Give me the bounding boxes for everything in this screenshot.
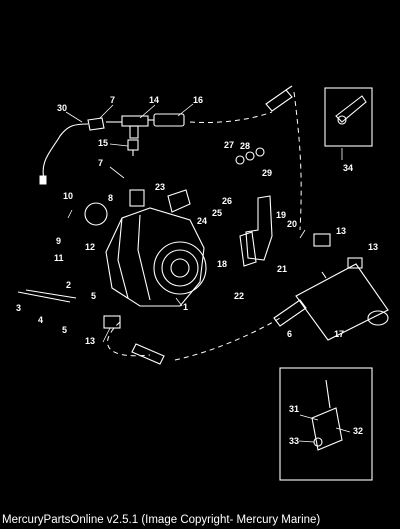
callout-2: 2 xyxy=(66,280,71,290)
callout-18: 18 xyxy=(217,259,227,269)
callout-26: 26 xyxy=(222,196,232,206)
callout-21: 21 xyxy=(277,264,287,274)
callout-32: 32 xyxy=(353,426,363,436)
callout-22: 22 xyxy=(234,291,244,301)
callout-24: 24 xyxy=(197,216,207,226)
callout-8: 8 xyxy=(108,193,113,203)
callout-9: 9 xyxy=(56,236,61,246)
callout-13-right-a: 13 xyxy=(336,226,346,236)
callout-28: 28 xyxy=(240,141,250,151)
callout-12: 12 xyxy=(85,242,95,252)
upper-sender-plug xyxy=(265,85,293,112)
callout-5-left: 5 xyxy=(62,325,67,335)
callout-29: 29 xyxy=(262,168,272,178)
tee-fitting xyxy=(106,115,149,139)
callout-20: 20 xyxy=(287,219,297,229)
bracket-23 xyxy=(167,189,191,213)
callout-6: 6 xyxy=(287,329,292,339)
callout-34: 34 xyxy=(343,163,353,173)
dashed-routing-lines xyxy=(107,91,302,361)
sensor-wire-assembly xyxy=(39,117,105,185)
callout-10: 10 xyxy=(63,191,73,201)
cooler-17 xyxy=(295,263,389,341)
lower-plug xyxy=(131,343,165,365)
inset-box-31-33 xyxy=(279,367,373,481)
mounting-bracket xyxy=(239,195,273,267)
fitting-15 xyxy=(127,139,139,156)
callout-23: 23 xyxy=(155,182,165,192)
callout-31: 31 xyxy=(289,404,299,414)
callout-1: 1 xyxy=(183,302,188,312)
pump-body xyxy=(84,189,207,307)
callout-25: 25 xyxy=(212,208,222,218)
copyright-footer: MercuryPartsOnline v2.5.1 (Image Copyrig… xyxy=(2,514,321,526)
callout-15: 15 xyxy=(98,138,108,148)
callout-13-bottom: 13 xyxy=(85,336,95,346)
callout-11: 11 xyxy=(54,253,64,263)
callout-7-top: 7 xyxy=(110,95,115,105)
hose-plug-6 xyxy=(273,299,307,327)
leader-lines xyxy=(65,103,351,443)
callout-33: 33 xyxy=(289,436,299,446)
callout-5-right: 5 xyxy=(91,291,96,301)
fittings-13 xyxy=(103,233,363,329)
callout-17: 17 xyxy=(334,329,344,339)
inset-box-34 xyxy=(324,87,373,147)
callout-4: 4 xyxy=(38,315,43,325)
callout-14: 14 xyxy=(149,95,159,105)
temperature-sender xyxy=(148,113,185,127)
callout-30: 30 xyxy=(57,103,67,113)
callout-16: 16 xyxy=(193,95,203,105)
callout-19: 19 xyxy=(276,210,286,220)
callout-3: 3 xyxy=(16,303,21,313)
studs-2-3 xyxy=(17,289,77,303)
callout-27: 27 xyxy=(224,140,234,150)
exploded-parts-diagram: 30 7 14 16 15 7 8 10 9 12 11 23 28 27 29… xyxy=(16,85,389,481)
washers-27-29 xyxy=(235,147,265,165)
callout-labels: 30 7 14 16 15 7 8 10 9 12 11 23 28 27 29… xyxy=(16,95,378,446)
callout-13-right-b: 13 xyxy=(368,242,378,252)
callout-7-mid: 7 xyxy=(98,158,103,168)
